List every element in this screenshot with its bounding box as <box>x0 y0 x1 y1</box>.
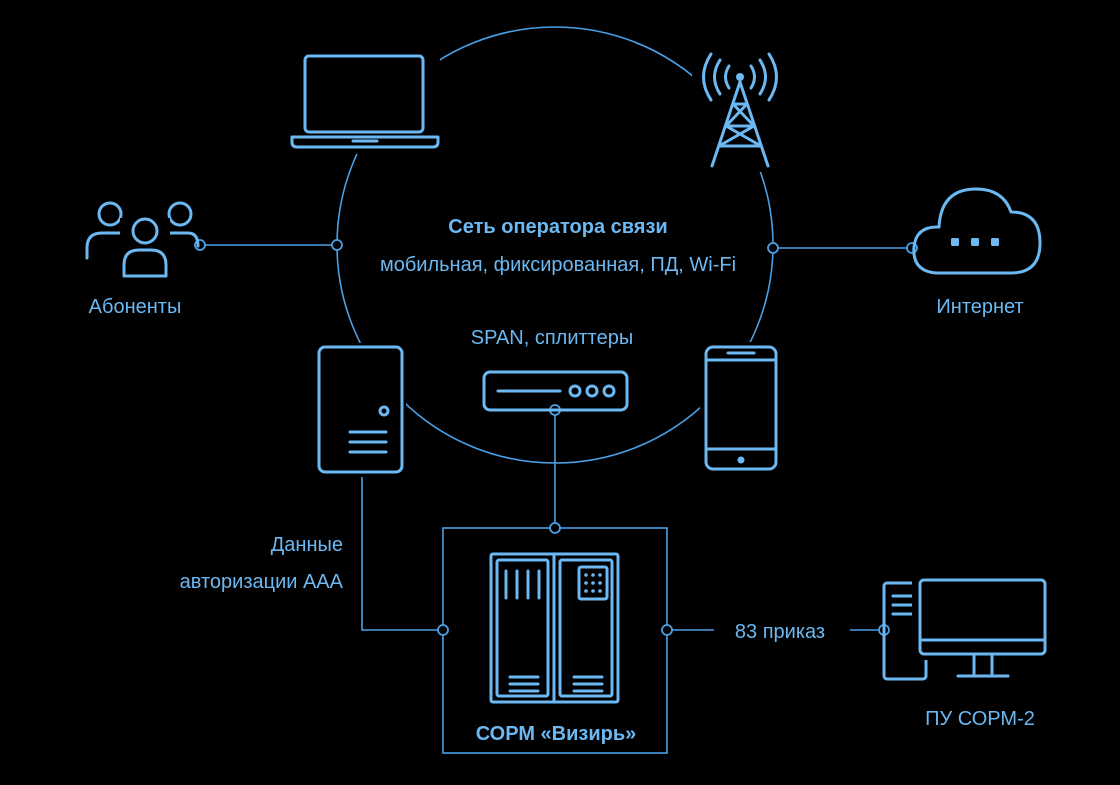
pu-sorm-label: ПУ СОРМ-2 <box>925 708 1035 730</box>
aaa-label-line1: Данные <box>271 534 343 556</box>
aaa-label-line2: авторизации ААА <box>180 571 344 593</box>
node-sorm-top <box>549 522 561 534</box>
server-icon <box>314 343 406 477</box>
splitter-icon <box>482 370 629 412</box>
node-circle-right <box>767 242 779 254</box>
cell-tower-icon <box>692 48 788 172</box>
laptop-icon <box>290 46 440 154</box>
cloud-icon <box>912 187 1042 275</box>
span-label: SPAN, сплиттеры <box>471 327 633 349</box>
server-rack-icon <box>489 552 620 704</box>
sorm-label: СОРМ «Визирь» <box>476 723 637 745</box>
subscribers-label: Абоненты <box>89 296 182 318</box>
node-sorm-right <box>661 624 673 636</box>
users-icon <box>85 201 200 278</box>
network-subtitle: мобильная, фиксированная, ПД, Wi-Fi <box>380 254 736 276</box>
smartphone-icon <box>700 342 782 474</box>
node-circle-left <box>331 239 343 251</box>
network-title: Сеть оператора связи <box>448 216 667 238</box>
aaa-link <box>361 476 443 631</box>
internet-label: Интернет <box>936 296 1023 318</box>
node-sorm-left <box>437 624 449 636</box>
order-label: 83 приказ <box>735 621 825 643</box>
workstation-icon <box>882 574 1052 681</box>
